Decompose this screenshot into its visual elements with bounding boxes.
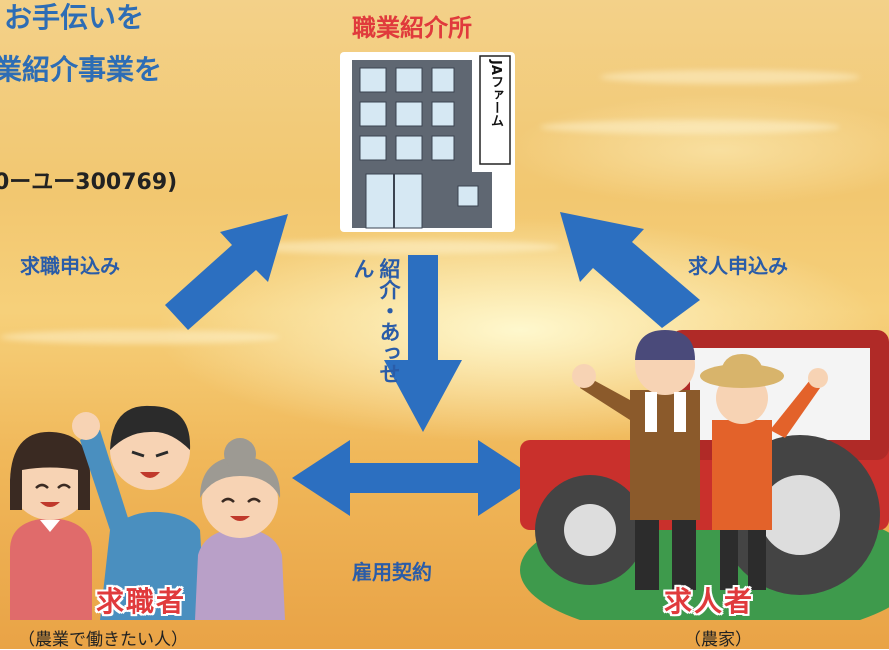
job-seekers-illustration bbox=[10, 405, 285, 620]
arrow-to-office-left bbox=[165, 214, 288, 330]
intro-line-1: お手伝いを bbox=[4, 1, 145, 34]
label-job-application: 求職申込み bbox=[20, 254, 120, 278]
seekers-title: 求職者 bbox=[96, 585, 187, 618]
farmers-tractor-illustration bbox=[520, 330, 889, 620]
arrow-double bbox=[292, 440, 536, 516]
intro-line-3: 0ーユー300769) bbox=[0, 170, 178, 195]
office-sign: JAファーム bbox=[488, 60, 503, 127]
office-title: 職業紹介所 bbox=[352, 14, 472, 42]
employers-subtitle: （農家） bbox=[684, 630, 752, 650]
label-contract: 雇用契約 bbox=[352, 560, 432, 584]
office-building-illustration bbox=[340, 52, 515, 232]
cloud-streak bbox=[230, 240, 560, 254]
label-introduction: 紹介・あっせん bbox=[351, 258, 401, 384]
arrow-down bbox=[384, 255, 462, 432]
cloud-streak bbox=[540, 120, 840, 134]
employers-title: 求人者 bbox=[664, 585, 755, 618]
cloud-streak bbox=[600, 70, 860, 84]
seekers-subtitle: （農業で働きたい人） bbox=[18, 630, 188, 650]
label-staff-application: 求人申込み bbox=[688, 254, 788, 278]
cloud-streak bbox=[0, 330, 280, 344]
intro-line-2: 業紹介事業を bbox=[0, 53, 163, 86]
arrow-to-office-right bbox=[560, 212, 700, 328]
